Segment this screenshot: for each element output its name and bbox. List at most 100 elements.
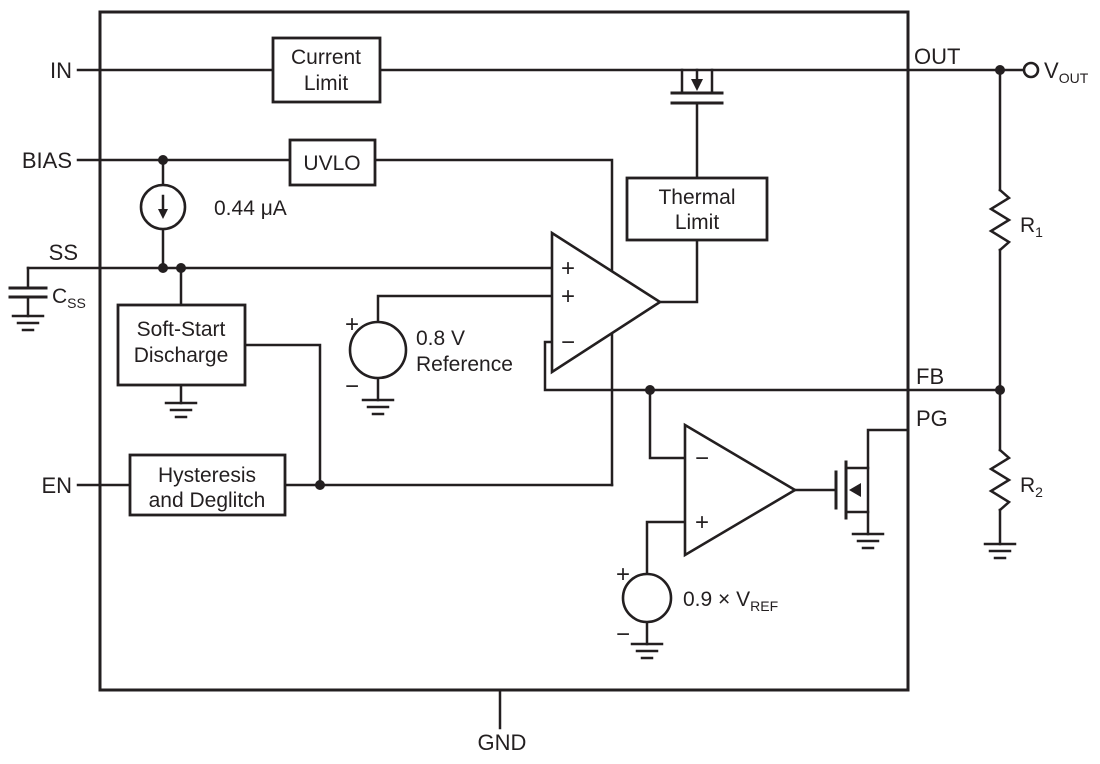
junction-dot [158, 155, 168, 165]
pmos-pass-transistor [670, 68, 724, 105]
reference-label-2: Reference [416, 353, 513, 376]
error-amplifier-triangle [550, 230, 663, 375]
junction-dot [995, 65, 1005, 75]
error-amp-plus1-sign: + [561, 255, 575, 282]
current-limit-label-1: Current [291, 46, 361, 69]
css-label: CSS [52, 285, 86, 311]
pg-reference-plus-sign: + [616, 561, 630, 588]
pg-drain-wire [844, 428, 910, 470]
uvlo-label: UVLO [303, 152, 360, 175]
r1-label: R1 [1020, 214, 1043, 240]
error-amplifier: + + − [550, 230, 663, 375]
reference-label-1: 0.8 V [416, 327, 465, 350]
amp-output-wire [658, 238, 699, 304]
soft-start-discharge-block: Soft-Start Discharge [116, 303, 247, 387]
pg-comparator-triangle [683, 422, 798, 558]
r2-label-sub: 2 [1035, 484, 1043, 500]
current-limit-box [271, 36, 382, 104]
thermal-limit-block: Thermal Limit [625, 176, 769, 242]
error-amp-minus-sign: − [561, 329, 575, 356]
reference-circle [348, 320, 408, 380]
fb-wire [543, 340, 1002, 392]
vout-terminal [1022, 61, 1040, 79]
pg-reference-label-sub: REF [750, 598, 778, 614]
reference-wire [376, 294, 554, 324]
thermal-limit-label-1: Thermal [658, 186, 735, 209]
pin-label-bias: BIAS [22, 148, 72, 173]
reference-plus-sign: + [345, 311, 359, 338]
hysteresis-label-1: Hysteresis [158, 464, 256, 487]
r1-label-sub: 1 [1035, 224, 1043, 240]
hysteresis-label-2: and Deglitch [149, 489, 266, 512]
error-amp-plus2-sign: + [561, 283, 575, 310]
pin-label-fb: FB [916, 364, 944, 389]
hysteresis-deglitch-block: Hysteresis and Deglitch [128, 453, 287, 517]
wires [26, 68, 1026, 730]
current-limit-label-2: Limit [304, 72, 349, 95]
ground-symbol [630, 642, 664, 660]
pin-label-in: IN [50, 58, 72, 83]
hysteresis-deglitch-box [128, 453, 287, 517]
thermal-limit-box [625, 176, 769, 242]
soft-start-current-label: 0.44 μA [214, 197, 287, 220]
pg-reference-label: 0.9 × VREF [683, 588, 778, 614]
vout-label-main: V [1044, 58, 1059, 83]
soft-start-discharge-box [116, 303, 247, 387]
ground-symbol [851, 532, 885, 550]
r2-label-main: R [1020, 474, 1035, 497]
voltage-reference-source: + − 0.8 V Reference [345, 311, 513, 400]
pg-reference-minus-sign: − [616, 621, 630, 648]
comparator-minus-wire [648, 388, 687, 460]
current-source-arrow-icon [158, 209, 168, 219]
junction-dots [158, 65, 1005, 490]
pin-label-en: EN [41, 473, 72, 498]
pin-label-ss: SS [49, 240, 78, 265]
junction-dot [995, 385, 1005, 395]
resistor-r2 [988, 448, 1012, 512]
r2-label: R2 [1020, 474, 1043, 500]
uvlo-enable-wire [373, 158, 614, 487]
ground-symbol [164, 401, 198, 419]
uvlo-block: UVLO [288, 138, 377, 187]
pg-reference-circle [621, 572, 673, 624]
pin-label-out: OUT [914, 44, 960, 69]
vout-label: VOUT [1044, 58, 1089, 86]
ground-symbol [11, 314, 45, 332]
reference-minus-sign: − [345, 373, 359, 400]
pass-fet-body-arrow-icon [691, 79, 703, 91]
resistor-r1 [988, 188, 1012, 252]
pg-reference-source: + − 0.9 × VREF [616, 561, 778, 648]
pg-reference-label-main: 0.9 × V [683, 588, 750, 611]
pin-label-pg: PG [916, 406, 948, 431]
junction-dot [176, 263, 186, 273]
pin-labels: IN BIAS SS EN OUT FB PG GND [22, 44, 961, 755]
pg-reference-wire [645, 520, 687, 576]
ic-boundary-box [98, 10, 910, 692]
pg-comparator-plus-sign: + [695, 509, 709, 536]
soft-start-label-1: Soft-Start [137, 318, 226, 341]
pg-source-wire [844, 510, 870, 536]
uvlo-box [288, 138, 377, 187]
junction-dot [315, 480, 325, 490]
vout-label-sub: OUT [1059, 70, 1089, 86]
junction-dot [645, 385, 655, 395]
pg-comparator: − + [683, 422, 798, 558]
pg-nmos-transistor [834, 460, 861, 520]
thermal-limit-label-2: Limit [675, 211, 720, 234]
ground-symbols [11, 314, 1017, 660]
pin-label-gnd: GND [478, 730, 527, 755]
feedback-divider: R1 R2 VOUT [988, 58, 1089, 512]
pg-fet-arrow-icon [849, 483, 861, 497]
soft-start-output-wire [243, 343, 322, 487]
soft-start-label-2: Discharge [134, 344, 229, 367]
css-label-main: C [52, 285, 67, 308]
r1-label-main: R [1020, 214, 1035, 237]
soft-start-capacitor: CSS [8, 285, 86, 311]
ground-symbol [361, 398, 395, 416]
css-label-sub: SS [67, 295, 86, 311]
ground-symbol [983, 542, 1017, 560]
pg-comparator-minus-sign: − [695, 445, 709, 472]
current-limit-block: Current Limit [271, 36, 382, 104]
